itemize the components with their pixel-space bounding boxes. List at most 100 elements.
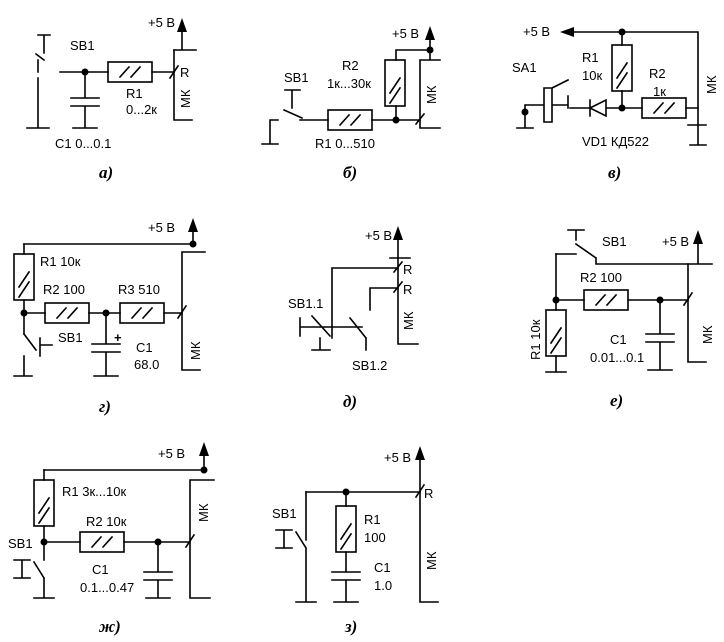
mk-label: МК — [424, 85, 439, 104]
panel-e: +5 В SB1 R1 10к R2 100 C1 0.01...0.1 МК … — [528, 229, 715, 410]
panel-v: +5 В R1 10к VD1 КД522 R2 1к SA1 МК в) — [512, 24, 719, 182]
r2-label: R2 — [649, 66, 666, 81]
c1-capacitor — [143, 541, 173, 599]
mk-label: МК — [704, 75, 719, 94]
c1-capacitor — [645, 299, 675, 371]
sb1-switch — [555, 229, 689, 265]
r1-value: 0...2к — [126, 102, 157, 117]
vcc-label: +5 В — [384, 450, 411, 465]
caption-e: е) — [610, 391, 623, 410]
panel-z: +5 В R R1 100 C1 1.0 SB1 МК з) — [272, 446, 439, 636]
vcc-label: +5 В — [523, 24, 550, 39]
vcc-label: +5 В — [148, 220, 175, 235]
sb1-label: SB1 — [602, 234, 627, 249]
sb1-label: SB1 — [284, 70, 309, 85]
r1-resistor — [13, 253, 35, 301]
mk-label: МК — [700, 325, 715, 344]
r1-label: R1 3к...10к — [62, 484, 126, 499]
sb1-switch — [13, 559, 55, 599]
vd1-diode — [569, 98, 623, 118]
vcc-label: +5 В — [158, 446, 185, 461]
sb1-switch — [299, 314, 368, 351]
vcc-label: +5 В — [365, 228, 392, 243]
sb1-label: SB1 — [272, 506, 297, 521]
r1-label: R1 — [582, 50, 599, 65]
c1-capacitor — [91, 312, 121, 377]
caption-b: б) — [343, 163, 357, 182]
r2-value: 1к...30к — [327, 76, 371, 91]
r1-resistor — [335, 505, 357, 553]
c1-value: 0.01...0.1 — [590, 350, 644, 365]
r2-label: R2 100 — [43, 282, 85, 297]
r1-value: 10к — [582, 68, 602, 83]
sb1-label: SB1 — [70, 38, 95, 53]
r2-label: R2 — [342, 58, 359, 73]
r1-resistor — [33, 479, 55, 527]
c1-plus: + — [114, 330, 122, 345]
r3-resistor — [119, 302, 165, 324]
r1-resistor — [107, 61, 153, 83]
c1-label: C1 — [374, 560, 391, 575]
panel-b: +5 В R2 1к...30к R1 0...510 SB1 МК б) — [261, 26, 441, 182]
pin-r-label: R — [180, 65, 189, 80]
pin-r1-label: R — [403, 262, 412, 277]
sa1-switch — [516, 78, 570, 129]
r1-label: R1 10к — [40, 254, 81, 269]
c1-value: 68.0 — [134, 357, 159, 372]
pin-r-label: R — [424, 486, 433, 501]
caption-zh: ж) — [98, 617, 121, 636]
mk-label: МК — [196, 503, 211, 522]
c1-capacitor — [70, 71, 100, 129]
sb1-switch — [13, 332, 53, 377]
caption-z: з) — [344, 617, 357, 636]
sb1-label: SB1 — [8, 536, 33, 551]
caption-a: а) — [99, 163, 113, 182]
r1-label: R1 — [364, 512, 381, 527]
panel-a: SB1 R1 0...2к C1 0...0.1 +5 В R МК а) — [26, 15, 197, 182]
r2-resistor — [583, 289, 629, 311]
r1-value: 100 — [364, 530, 386, 545]
vd1-label: VD1 КД522 — [582, 134, 649, 149]
r2-resistor — [641, 97, 687, 119]
c1-value: 1.0 — [374, 578, 392, 593]
sb1-label: SB1 — [58, 330, 83, 345]
r2-resistor — [79, 531, 125, 553]
vcc-label: +5 В — [662, 234, 689, 249]
r1-label: R1 — [126, 86, 143, 101]
r3-label: R3 510 — [118, 282, 160, 297]
r2-label: R2 100 — [580, 270, 622, 285]
r2-resistor — [44, 302, 90, 324]
c1-value: 0.1...0.47 — [80, 580, 134, 595]
c1-label: C1 — [92, 562, 109, 577]
c1-capacitor — [331, 551, 361, 603]
sa1-label: SA1 — [512, 60, 537, 75]
r1-resistor — [545, 309, 567, 357]
caption-g: г) — [99, 397, 111, 416]
vcc-label: +5 В — [392, 26, 419, 41]
panel-g: +5 В R1 10к R2 100 R3 510 + C1 68.0 SB1 … — [13, 218, 206, 416]
sb11-label: SB1.1 — [288, 296, 323, 311]
r2-resistor — [384, 59, 406, 107]
c1-label: C1 — [136, 340, 153, 355]
caption-v: в) — [608, 163, 621, 182]
r2-label: R2 10к — [86, 514, 127, 529]
sb12-label: SB1.2 — [352, 358, 387, 373]
sb1-switch — [26, 34, 51, 129]
mk-label: МК — [188, 341, 203, 360]
caption-d: д) — [343, 392, 357, 411]
sb1-switch — [261, 89, 329, 145]
r1-resistor — [611, 44, 633, 92]
mk-label: МК — [178, 89, 193, 108]
vcc-label: +5 В — [148, 15, 175, 30]
mk-label: МК — [401, 311, 416, 330]
pin-r2-label: R — [403, 282, 412, 297]
sb1-switch — [275, 491, 317, 603]
r1-resistor — [327, 109, 373, 131]
panel-d: +5 В R R SB1.1 SB1.2 МК д) — [288, 226, 419, 411]
c1-label: C1 — [610, 332, 627, 347]
r2-value: 1к — [653, 84, 666, 99]
mk-label: МК — [424, 551, 439, 570]
panel-zh: +5 В R1 3к...10к R2 10к C1 0.1...0.47 SB… — [8, 442, 215, 636]
c1-label: C1 0...0.1 — [55, 136, 111, 151]
